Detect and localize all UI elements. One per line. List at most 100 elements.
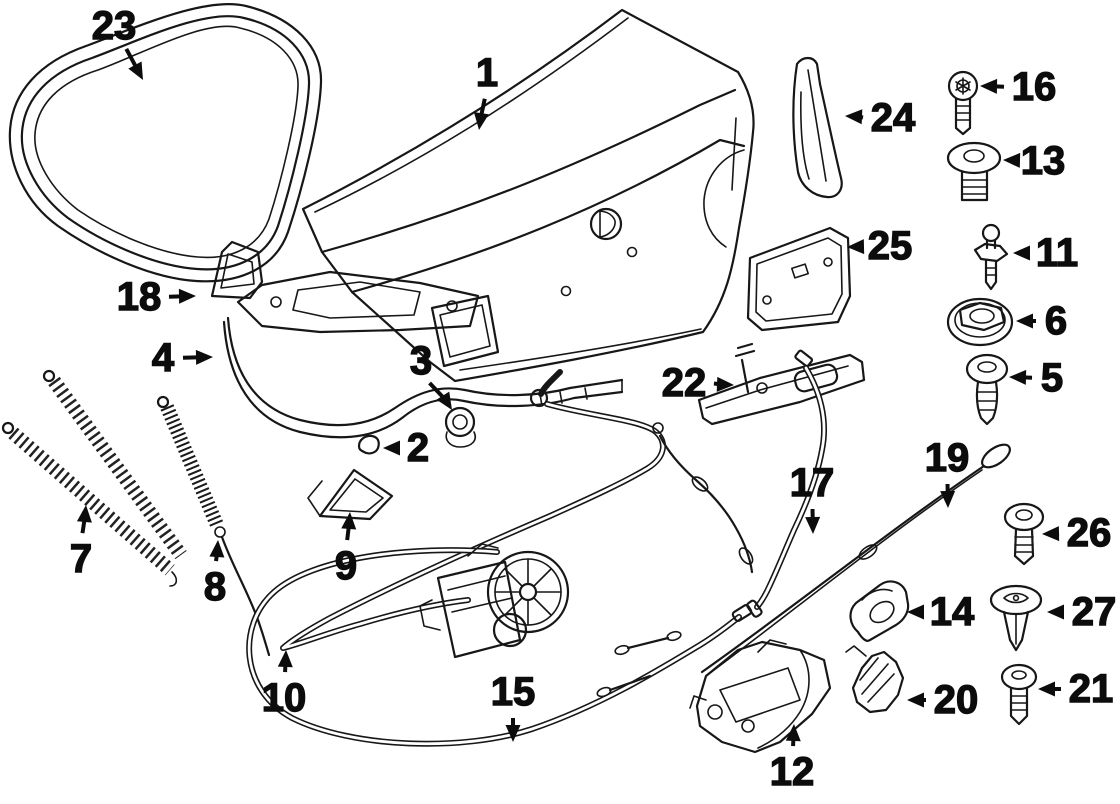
callout-6-number: 6 <box>1045 299 1067 343</box>
callout-17-number: 17 <box>790 461 835 505</box>
callout-1-number: 1 <box>476 51 498 95</box>
callout-3-number: 3 <box>410 339 432 383</box>
callout-26: 26 <box>1042 510 1112 556</box>
callout-15-arrowhead <box>505 725 521 742</box>
callout-2: 2 <box>383 425 430 471</box>
roundel-emblem <box>589 207 623 241</box>
callout-21: 21 <box>1038 666 1114 712</box>
callout-25-number: 25 <box>868 224 913 268</box>
screw-26 <box>1003 502 1045 566</box>
flange-nut-6 <box>946 297 1014 347</box>
torsion-spring-right <box>156 395 271 657</box>
trunk-hinge-arm <box>222 270 624 439</box>
callout-20-number: 20 <box>934 678 979 722</box>
callout-12: 12 <box>769 724 815 795</box>
callout-21-number: 21 <box>1069 667 1114 711</box>
rubber-buffer <box>849 580 910 642</box>
callout-17-arrowhead <box>805 516 821 534</box>
callout-4-arrowhead <box>195 349 213 365</box>
flat-bolt-13 <box>946 141 1002 202</box>
pillar-trim-strip <box>792 56 843 199</box>
callout-24-number: 24 <box>871 96 916 140</box>
callout-2-arrowhead <box>383 440 400 456</box>
callout-7-number: 7 <box>70 537 92 581</box>
screw-5 <box>965 353 1009 426</box>
callout-9-number: 9 <box>335 544 357 588</box>
callout-18: 18 <box>116 274 196 320</box>
callout-14: 14 <box>907 589 976 635</box>
torsion-spring-pair <box>1 369 187 587</box>
callout-1-arrowhead <box>473 112 489 130</box>
callout-27: 27 <box>1047 589 1117 635</box>
callout-2-number: 2 <box>407 426 429 470</box>
callout-19: 19 <box>924 435 970 508</box>
callout-19-number: 19 <box>925 436 970 480</box>
torx-screw-16 <box>947 70 979 136</box>
callout-20: 20 <box>907 677 979 723</box>
callout-25-arrowhead <box>847 239 865 255</box>
trunk-lock-latch <box>689 639 832 754</box>
callout-8-arrowhead <box>209 540 225 558</box>
callout-22: 22 <box>661 360 734 406</box>
callout-5-arrowhead <box>1009 369 1027 385</box>
callout-26-number: 26 <box>1067 511 1112 555</box>
callout-15-number: 15 <box>491 670 536 714</box>
trunk-lid-panel <box>301 8 755 383</box>
callout-22-arrowhead <box>716 376 734 392</box>
callout-15: 15 <box>490 669 536 742</box>
callout-10: 10 <box>261 650 307 721</box>
expanding-rivet-27 <box>989 584 1043 652</box>
callout-1: 1 <box>473 50 499 130</box>
callout-21-arrowhead <box>1038 681 1055 697</box>
callout-5-number: 5 <box>1041 356 1063 400</box>
callout-14-number: 14 <box>930 590 975 634</box>
callout-20-arrowhead <box>907 692 924 708</box>
callout-16-number: 16 <box>1012 65 1057 109</box>
callout-6-arrowhead <box>1016 313 1033 329</box>
callout-23-arrowhead <box>128 61 143 80</box>
hinge-cover-bracket <box>210 240 264 300</box>
callout-27-arrowhead <box>1047 604 1064 620</box>
callout-6: 6 <box>1016 298 1068 344</box>
callout-11: 11 <box>1013 230 1079 276</box>
callout-9-arrowhead <box>341 512 357 530</box>
callout-13-arrowhead <box>1003 152 1021 168</box>
callout-24: 24 <box>845 95 917 141</box>
callout-7-arrowhead <box>76 505 92 523</box>
lock-actuator-and-cable <box>246 543 753 747</box>
blind-plug <box>357 434 380 455</box>
callout-10-arrowhead <box>277 650 293 668</box>
callout-19-arrowhead <box>940 490 956 508</box>
callout-8-number: 8 <box>204 565 226 609</box>
callout-22-number: 22 <box>662 361 707 405</box>
callout-25: 25 <box>847 223 913 269</box>
mounting-plate <box>746 226 852 332</box>
callout-12-number: 12 <box>770 750 815 794</box>
callout-11-number: 11 <box>1036 231 1078 275</box>
callout-5: 5 <box>1009 355 1064 401</box>
trunk-seal-gasket <box>8 3 323 283</box>
callout-24-arrowhead <box>845 109 863 125</box>
callout-8: 8 <box>203 540 227 610</box>
screw-21 <box>1000 663 1038 726</box>
callout-13-number: 13 <box>1021 139 1066 183</box>
callout-26-arrowhead <box>1042 526 1060 542</box>
ball-stud-11 <box>973 223 1009 291</box>
wiring-harness <box>280 369 666 651</box>
support-bracket <box>307 468 394 521</box>
callout-14-arrowhead <box>907 604 924 620</box>
callout-11-arrowhead <box>1013 245 1030 261</box>
lock-bracket <box>845 645 905 714</box>
callout-18-arrowhead <box>178 288 196 304</box>
callout-16-arrowhead <box>980 78 998 94</box>
callout-7: 7 <box>69 505 93 582</box>
bowden-cable <box>652 349 827 618</box>
callout-12-arrowhead <box>785 724 801 742</box>
grommet <box>444 406 476 448</box>
callout-10-number: 10 <box>262 676 307 720</box>
callout-9: 9 <box>334 512 358 589</box>
callout-3-arrowhead <box>436 391 452 410</box>
